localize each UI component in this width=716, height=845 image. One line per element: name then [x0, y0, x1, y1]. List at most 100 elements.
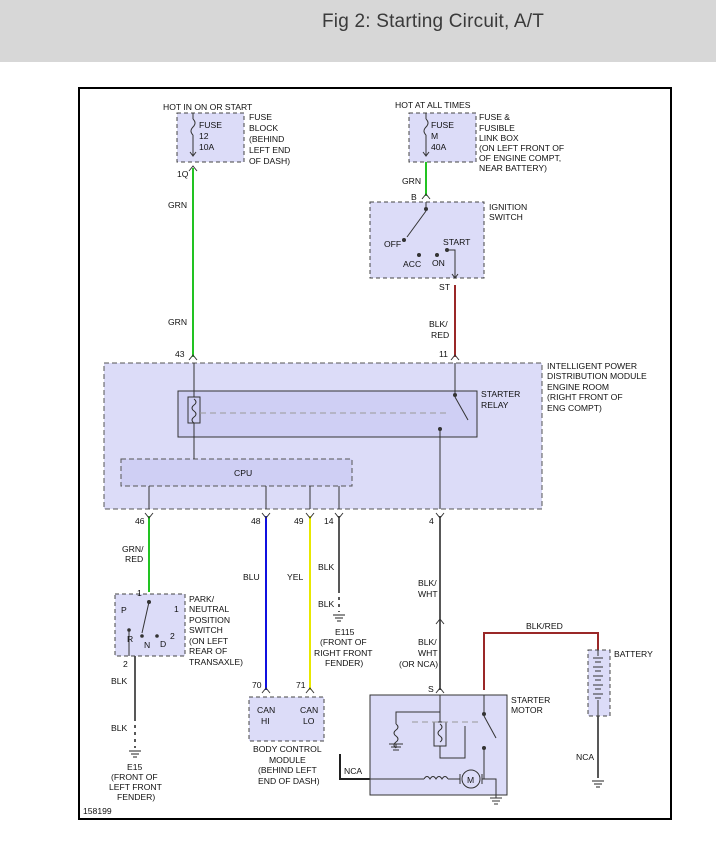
starter-relay-label-1: STARTER: [481, 389, 520, 399]
fusible-link-location-3: LINK BOX: [479, 133, 519, 143]
pn-letter-n: N: [144, 640, 150, 650]
ipdm-name-4: (RIGHT FRONT OF: [547, 392, 623, 402]
pn-letter-p: P: [121, 605, 127, 615]
fusible-link-line-1: FUSE: [431, 120, 454, 130]
wire-nca-motor: [339, 754, 370, 780]
wire-label-blkwht-b-1: BLK/: [418, 637, 437, 647]
ignition-switch: B IGNITION SWITCH OFF ACC ON START ST: [369, 192, 527, 292]
bcm-name-4: END OF DASH): [258, 776, 320, 786]
ipdm-pin-4: 4: [429, 516, 434, 526]
pn-pin-2-bottom: 2: [123, 659, 128, 669]
pn-name-3: POSITION: [189, 615, 230, 625]
ipdm-pin-49: 49: [294, 516, 304, 526]
pn-pin-1: 1: [137, 588, 142, 598]
starter-name-2: MOTOR: [511, 705, 543, 715]
bcm-name-3: (BEHIND LEFT: [258, 765, 317, 775]
bcm-can-lo-1: CAN: [300, 705, 318, 715]
ignition-pos-off: OFF: [384, 239, 401, 249]
park-neutral-switch: 1 P R N D 1 2 2 PARK/ NEUTRAL POSITION S…: [114, 588, 243, 669]
fusible-link-box: HOT AT ALL TIMES FUSE M 40A FUSE & FUSIB…: [395, 100, 564, 173]
page-title: Fig 2: Starting Circuit, A/T: [322, 11, 545, 32]
wire-label-blkred-ign-2: RED: [431, 330, 449, 340]
wire-label-blkwht-b-2: WHT: [418, 648, 438, 658]
fuse-block-line-1: FUSE: [199, 120, 222, 130]
bcm-pin-71: 71: [296, 680, 306, 690]
fusible-link-line-2: M: [431, 131, 438, 141]
e15-line-1: E15: [127, 762, 143, 772]
wire-label-blkwht-a-1: BLK/: [418, 578, 437, 588]
wiring: GRN GRN GRN BLK/ RED GRN/ RED BLU YEL BL…: [111, 162, 604, 788]
pn-name-4: SWITCH: [189, 625, 223, 635]
ground-e15-left: E15 (FRONT OF LEFT FRONT FENDER): [109, 762, 163, 802]
fuse-block-pin: 1Q: [177, 169, 189, 179]
bcm-can-hi-1: CAN: [257, 705, 275, 715]
wire-label-yel: YEL: [287, 572, 303, 582]
bcm-can-hi-2: HI: [261, 716, 270, 726]
fusible-link-header: HOT AT ALL TIMES: [395, 100, 471, 110]
ignition-pos-on: ON: [432, 258, 445, 268]
fuse-block-line-3: 10A: [199, 142, 215, 152]
bcm-name-1: BODY CONTROL: [253, 744, 322, 754]
fusible-link-location-6: NEAR BATTERY): [479, 163, 547, 173]
fusible-link-location-1: FUSE &: [479, 112, 510, 122]
cpu-label: CPU: [234, 468, 252, 478]
ipdm-name-2: DISTRIBUTION MODULE: [547, 371, 647, 381]
pn-letter-r: R: [127, 634, 133, 644]
bcm-name-2: MODULE: [269, 755, 306, 765]
fusible-link-location-2: FUSIBLE: [479, 123, 515, 133]
wire-blkred-battery: [483, 632, 599, 690]
ipdm-name-1: INTELLIGENT POWER: [547, 361, 637, 371]
ignition-pos-start: START: [443, 237, 471, 247]
wire-label-nca-motor: NCA: [344, 766, 362, 776]
fuse-block-location-1: FUSE: [249, 112, 272, 122]
header-bar: Fig 2: Starting Circuit, A/T: [0, 0, 716, 62]
e115-line-3: RIGHT FRONT: [314, 648, 373, 658]
fusible-link-line-3: 40A: [431, 142, 447, 152]
ignition-pos-acc: ACC: [403, 259, 421, 269]
pn-pin-1-right: 1: [174, 604, 179, 614]
bcm-pin-70: 70: [252, 680, 262, 690]
wire-label-blkwht-a-2: WHT: [418, 589, 438, 599]
ipdm-pin-14: 14: [324, 516, 334, 526]
wire-label-nca-bat: NCA: [576, 752, 594, 762]
ignition-name-2: SWITCH: [489, 212, 523, 222]
wire-label-blkred-ign-1: BLK/: [429, 319, 448, 329]
ignition-name-1: IGNITION: [489, 202, 527, 212]
fuse-block-location-5: OF DASH): [249, 156, 290, 166]
starter-relay: STARTER RELAY: [177, 363, 520, 509]
fusible-link-location-5: OF ENGINE COMPT,: [479, 153, 561, 163]
figure-id: 158199: [83, 806, 112, 816]
starter-motor: S STARTER MOTOR M: [369, 684, 550, 805]
wire-label-blkred-bat: BLK/RED: [526, 621, 563, 631]
wire-label-grnred-2: RED: [125, 554, 143, 564]
ipdm-pin-11: 11: [439, 349, 448, 359]
pn-name-7: TRANSAXLE): [189, 657, 243, 667]
e15-line-3: LEFT FRONT: [109, 782, 163, 792]
pn-name-2: NEUTRAL: [189, 604, 229, 614]
wire-label-blk-14b: BLK: [318, 599, 335, 609]
e115-line-4: FENDER): [325, 658, 363, 668]
motor-symbol: M: [467, 775, 474, 785]
cpu-block: CPU: [120, 437, 353, 509]
ipdm-pin-43: 43: [175, 349, 185, 359]
fuse-block-location-2: BLOCK: [249, 123, 278, 133]
diagram-frame: [78, 87, 672, 820]
wire-label-blk-pn-a: BLK: [111, 676, 128, 686]
pn-pin-2-right: 2: [170, 631, 175, 641]
starter-pin-s: S: [428, 684, 434, 694]
ipdm-name-3: ENGINE ROOM: [547, 382, 609, 392]
pn-name-6: REAR OF: [189, 646, 227, 656]
wire-label-grn-fusible: GRN: [402, 176, 421, 186]
wire-label-grnred-1: GRN/: [122, 544, 144, 554]
bcm-can-lo-2: LO: [303, 716, 315, 726]
ipdm-pin-46: 46: [135, 516, 145, 526]
wire-label-blkwht-b-3: (OR NCA): [399, 659, 438, 669]
ipdm-name-5: ENG COMPT): [547, 403, 602, 413]
fusible-link-location-4: (ON LEFT FRONT OF: [479, 143, 564, 153]
e115-line-1: E115: [335, 627, 355, 637]
wire-label-blk-14a: BLK: [318, 562, 335, 572]
fuse-block-location-3: (BEHIND: [249, 134, 284, 144]
ground-e115: E115 (FRONT OF RIGHT FRONT FENDER): [314, 627, 373, 668]
wire-label-grn-mid: GRN: [168, 317, 187, 327]
